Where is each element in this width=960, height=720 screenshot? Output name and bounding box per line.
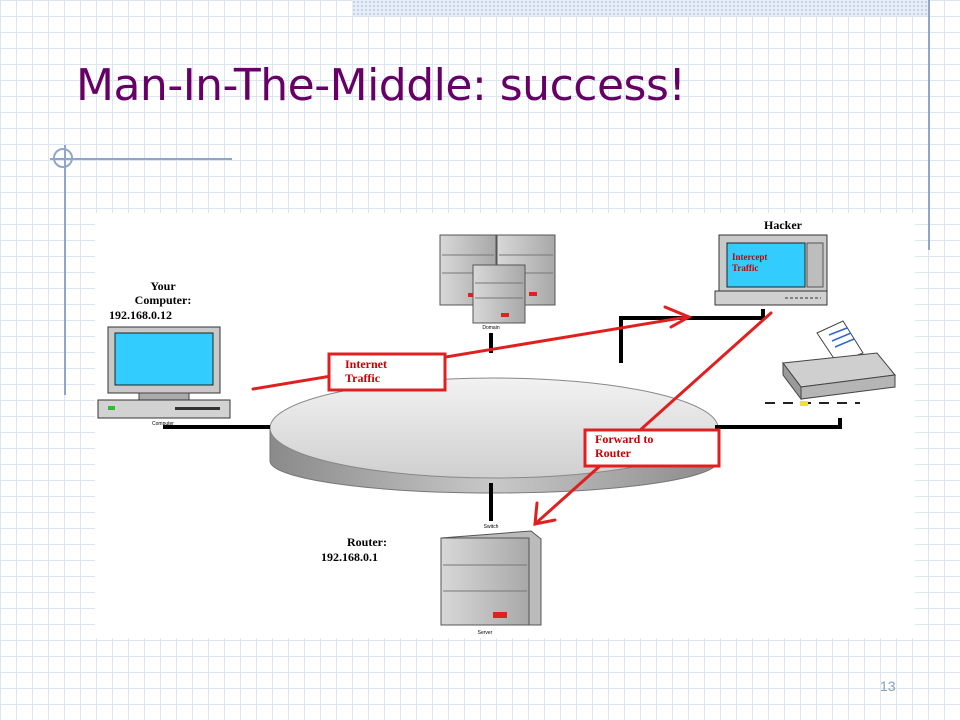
your-computer-caption: Computer [152, 421, 174, 427]
your-computer-label-line2: Computer: [135, 293, 192, 307]
traffic-arrow-head [663, 305, 693, 329]
forward-arrow-head [533, 501, 557, 526]
router-caption: Server [478, 630, 493, 636]
server-icon [472, 264, 526, 324]
decor-vertical-line [64, 145, 66, 395]
computer-icon [714, 234, 828, 306]
router-link-caption: Switch [484, 524, 499, 530]
hacker-computer: Hacker Intercept Traffic [714, 218, 828, 306]
hacker-screen-text-line2: Traffic [732, 263, 758, 273]
forward-to-router-line2: Router [595, 446, 632, 460]
network-diagram: Your Computer: 192.168.0.12 Computer [95, 213, 915, 638]
internet-traffic-callout: Internet Traffic [327, 352, 447, 392]
header-decor-band [352, 0, 928, 16]
hacker-screen-text-line1: Intercept [732, 252, 767, 262]
slide-number: 13 [880, 678, 896, 694]
your-computer-label-line1: Your [150, 279, 176, 293]
forward-arrow-to-router [533, 311, 773, 526]
forward-to-router-line1: Forward to [595, 432, 653, 446]
internet-traffic-line1: Internet [345, 357, 387, 371]
slide-title: Man-In-The-Middle: success! [76, 60, 686, 111]
traffic-arrow-to-hacker [251, 315, 689, 391]
server-icon [440, 530, 542, 626]
router-server: Switch Router: 192.168.0.1 Server [321, 524, 542, 636]
decor-horizontal-line [50, 158, 232, 160]
your-computer-ip: 192.168.0.12 [109, 308, 172, 322]
computer-icon [97, 326, 231, 419]
network-cables [163, 309, 842, 521]
printer-icon [765, 320, 896, 406]
attack-annotations [251, 305, 773, 526]
domain-servers-caption: Domain [482, 325, 499, 331]
forward-to-router-callout: Forward to Router [583, 428, 721, 468]
internet-traffic-line2: Traffic [345, 371, 381, 385]
domain-servers: Domain [439, 234, 556, 331]
router-ip: 192.168.0.1 [321, 550, 378, 564]
your-computer: Your Computer: 192.168.0.12 Computer [97, 279, 231, 427]
decor-circle [53, 148, 73, 168]
router-label: Router: [347, 535, 387, 549]
decor-right-line [928, 0, 930, 250]
hacker-label: Hacker [764, 218, 803, 232]
